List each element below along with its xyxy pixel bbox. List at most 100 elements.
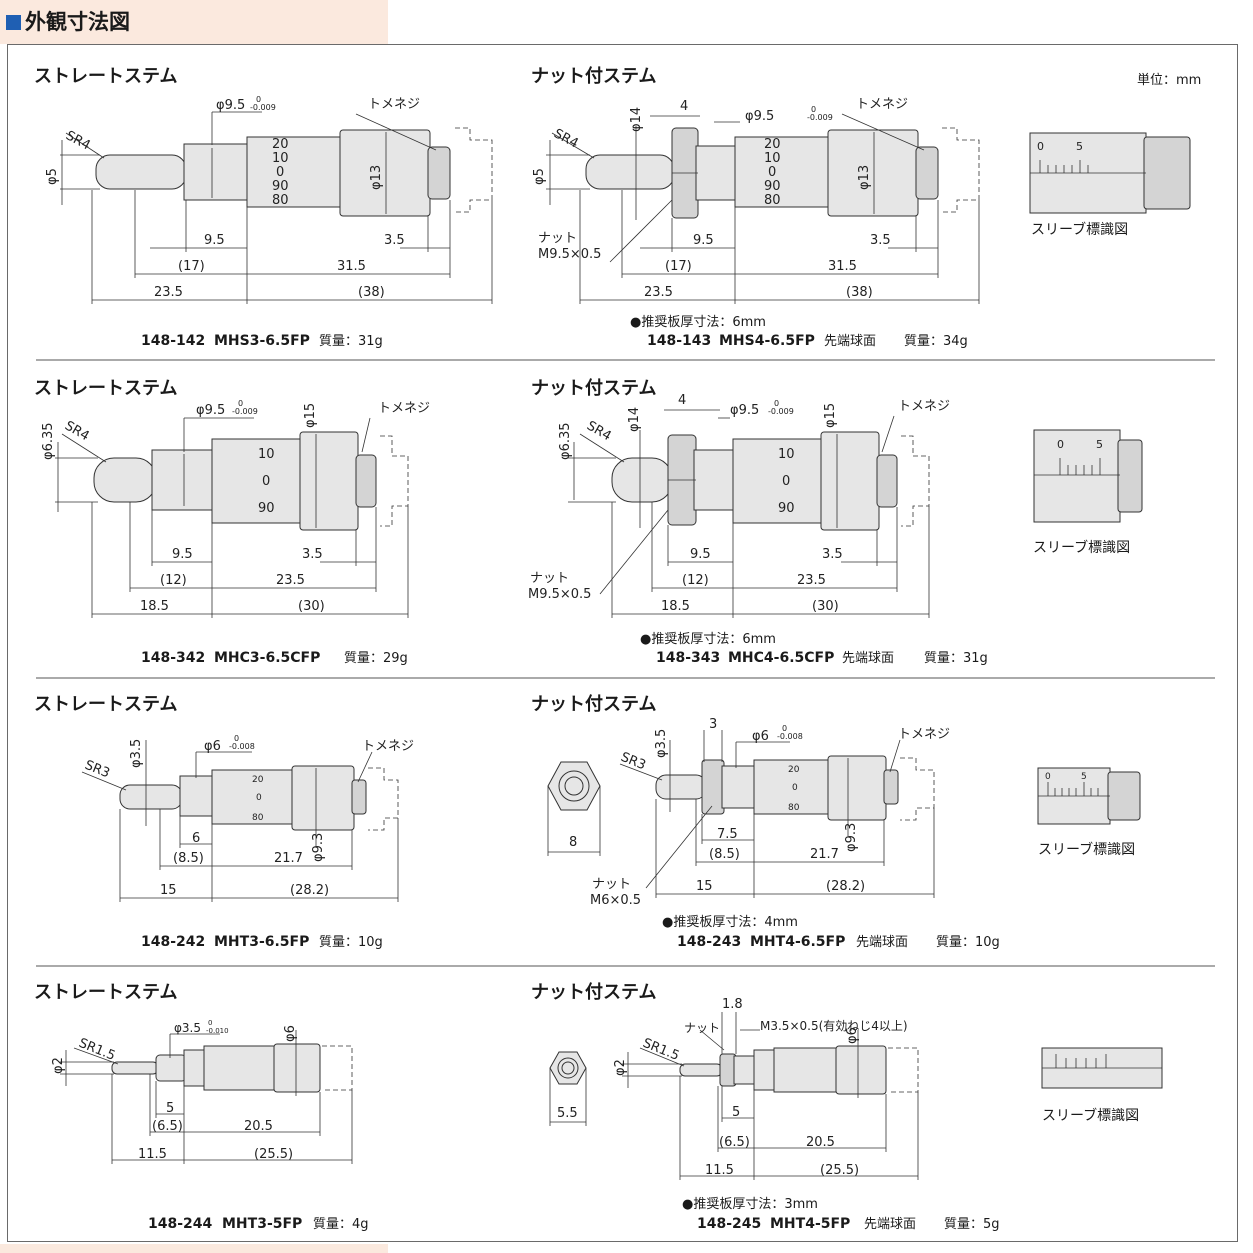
- mass-label: 質量：31g: [924, 651, 988, 666]
- mass-label: 質量：5g: [944, 1217, 1000, 1232]
- phi-tol-bottom: -0.009: [768, 407, 794, 416]
- nut-width-label: 4: [678, 393, 686, 408]
- phi-body-label: φ6: [752, 729, 769, 744]
- scale-mark: 0: [792, 783, 798, 793]
- model-number: 148-243: [677, 934, 741, 950]
- phi-thimble-label: φ6: [283, 1025, 298, 1042]
- nut-stem-heading: ナット付ステム: [531, 377, 656, 399]
- straight-stem-heading: ストレートステム: [34, 66, 177, 87]
- dim-label: 5: [732, 1105, 740, 1120]
- phi-tol-top: 0: [256, 95, 261, 104]
- hex-width-label: 8: [569, 835, 577, 850]
- dim-label: 23.5: [154, 285, 183, 300]
- scale-mark: 10: [764, 151, 781, 166]
- tip-note: 先端球面: [856, 935, 908, 950]
- sr-label: SR3: [83, 758, 112, 781]
- dim-label: (8.5): [173, 851, 204, 866]
- phi-thimble-label: φ15: [303, 403, 318, 428]
- phi-tip-label: φ3.5: [654, 729, 669, 758]
- tip-note: 先端球面: [842, 651, 894, 666]
- phi-tip-label: φ5: [532, 168, 547, 185]
- section-1: ストレートステム ナット付ステム: [34, 65, 1191, 349]
- dim-label: (28.2): [290, 883, 329, 898]
- sleeve-caption: スリーブ標識図: [1031, 221, 1128, 238]
- phi-nut-label: φ14: [629, 107, 644, 132]
- phi-body-label: φ9.5: [745, 109, 774, 124]
- sleeve-caption: スリーブ標識図: [1038, 841, 1135, 858]
- phi-tol-top: 0: [774, 399, 779, 408]
- nut-width-label: 3: [709, 717, 717, 732]
- footer-band: [0, 1244, 388, 1253]
- sr-label: SR3: [619, 750, 648, 773]
- scale-mark: 0: [262, 474, 270, 489]
- phi-tip-label: φ2: [51, 1057, 66, 1074]
- dim-label: (28.2): [826, 879, 865, 894]
- plate-thickness-note: ●推奨板厚寸法：3mm: [682, 1197, 818, 1212]
- mass-label: 質量：10g: [936, 935, 1000, 950]
- dim-label: (38): [358, 285, 385, 300]
- dim-label: 9.5: [690, 547, 711, 562]
- phi-thimble-label: φ6: [845, 1027, 860, 1044]
- scale-mark: 90: [764, 179, 781, 194]
- section-4: ストレートステム ナット付ステム SR1.5: [34, 981, 1163, 1232]
- dim-label: 23.5: [644, 285, 673, 300]
- phi-tol-bottom: -0.009: [232, 407, 258, 416]
- hex-width-label: 5.5: [557, 1106, 578, 1121]
- sleeve-tick-0: 0: [1037, 140, 1044, 153]
- straight-stem-heading: ストレートステム: [34, 694, 177, 715]
- hex-nut-front-view: [549, 1051, 587, 1126]
- dim-label: (12): [682, 573, 709, 588]
- scale-mark: 0: [256, 793, 262, 803]
- dim-label: 18.5: [140, 599, 169, 614]
- model-name: MHT3-5FP: [222, 1216, 302, 1232]
- scale-mark: 0: [768, 165, 776, 180]
- phi-tol-bottom: -0.008: [777, 732, 803, 741]
- phi-tol-bottom: -0.009: [807, 113, 833, 122]
- sr-label: SR4: [584, 418, 614, 444]
- hex-nut-front-view: [547, 761, 601, 856]
- phi-tol-bottom: -0.010: [206, 1027, 229, 1035]
- dim-label: (25.5): [254, 1147, 293, 1162]
- sr-label: SR1.5: [77, 1036, 118, 1064]
- dim-label: (8.5): [709, 847, 740, 862]
- phi-nut-label: φ14: [627, 407, 642, 432]
- micrometer-head-straight: [81, 740, 399, 902]
- model-name: MHS3-6.5FP: [214, 333, 310, 349]
- model-number: 148-242: [141, 934, 205, 950]
- straight-stem-heading: ストレートステム: [34, 982, 177, 1003]
- plate-thickness-note: ●推奨板厚寸法：6mm: [640, 632, 776, 647]
- tomeneji-label: トメネジ: [368, 97, 420, 112]
- sleeve-caption: スリーブ標識図: [1033, 539, 1130, 556]
- nut-label: ナット: [592, 877, 631, 892]
- phi-tip-label: φ6.35: [41, 422, 56, 460]
- phi-tip-label: φ5: [45, 168, 60, 185]
- dim-label: (6.5): [152, 1119, 183, 1134]
- phi-tol-top: 0: [234, 734, 239, 743]
- phi-tol-top: 0: [238, 399, 243, 408]
- scale-mark: 80: [788, 803, 800, 813]
- dim-label: 11.5: [138, 1147, 167, 1162]
- thread-label: M9.5×0.5: [538, 247, 601, 262]
- dim-label: 23.5: [797, 573, 826, 588]
- model-number: 148-245: [697, 1216, 761, 1232]
- dim-label: (17): [178, 259, 205, 274]
- nut-label: ナット: [538, 231, 577, 246]
- tomeneji-label: トメネジ: [856, 97, 908, 112]
- mass-label: 質量：4g: [313, 1217, 369, 1232]
- phi-thimble-label: φ13: [369, 165, 384, 190]
- micrometer-head-nut: [568, 409, 930, 618]
- dim-label: 21.7: [810, 847, 839, 862]
- phi-tip-label: φ6.35: [558, 422, 573, 460]
- dim-label: (25.5): [820, 1163, 859, 1178]
- micrometer-head-nut: [619, 730, 935, 898]
- scale-mark: 20: [788, 765, 800, 775]
- scale-mark: 80: [764, 193, 781, 208]
- model-number: 148-343: [656, 650, 720, 666]
- phi-thimble-label: φ9.3: [311, 833, 326, 862]
- sleeve-tick-5: 5: [1076, 140, 1083, 153]
- dim-label: 20.5: [244, 1119, 273, 1134]
- micrometer-head-nut: [622, 1012, 919, 1180]
- dim-label: 15: [696, 879, 713, 894]
- dim-label: 3.5: [822, 547, 843, 562]
